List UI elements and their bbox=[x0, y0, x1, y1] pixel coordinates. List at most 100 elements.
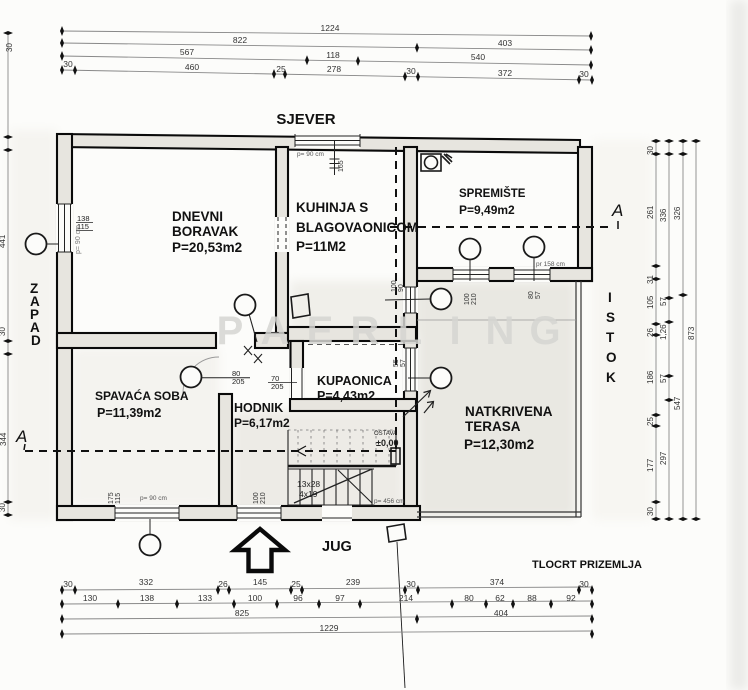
svg-text:336: 336 bbox=[659, 208, 668, 222]
svg-text:E: E bbox=[307, 309, 334, 353]
svg-text:O: O bbox=[606, 350, 617, 365]
svg-text:374: 374 bbox=[490, 577, 504, 587]
svg-text:I: I bbox=[608, 290, 612, 305]
svg-text:80: 80 bbox=[232, 369, 240, 378]
svg-text:80: 80 bbox=[464, 593, 474, 603]
svg-text:KUPAONICA: KUPAONICA bbox=[317, 374, 392, 388]
svg-text:62: 62 bbox=[495, 593, 505, 603]
svg-text:344: 344 bbox=[0, 432, 8, 446]
svg-text:57: 57 bbox=[535, 291, 542, 299]
svg-text:70: 70 bbox=[271, 374, 279, 383]
svg-text:133: 133 bbox=[198, 593, 212, 603]
svg-text:177: 177 bbox=[646, 458, 655, 472]
svg-text:214: 214 bbox=[399, 593, 413, 603]
svg-text:105: 105 bbox=[646, 295, 655, 309]
svg-text:25: 25 bbox=[291, 579, 301, 589]
svg-text:1,26: 1,26 bbox=[659, 324, 668, 340]
svg-text:A: A bbox=[15, 427, 27, 446]
svg-text:±0,00: ±0,00 bbox=[376, 438, 398, 448]
svg-text:T: T bbox=[606, 330, 615, 345]
svg-text:441: 441 bbox=[0, 234, 7, 248]
svg-text:145: 145 bbox=[253, 577, 267, 587]
svg-text:205: 205 bbox=[271, 382, 284, 391]
svg-text:100: 100 bbox=[248, 593, 262, 603]
svg-text:31: 31 bbox=[646, 275, 655, 284]
svg-text:547: 547 bbox=[673, 396, 682, 410]
svg-text:115: 115 bbox=[77, 222, 89, 231]
svg-text:96: 96 bbox=[293, 593, 303, 603]
svg-text:P: P bbox=[30, 307, 39, 322]
svg-text:130: 130 bbox=[83, 593, 97, 603]
svg-text:100: 100 bbox=[391, 280, 398, 292]
svg-text:13x28: 13x28 bbox=[297, 479, 320, 489]
svg-text:80: 80 bbox=[528, 291, 535, 299]
svg-text:825: 825 bbox=[235, 608, 249, 618]
svg-text:100: 100 bbox=[253, 492, 260, 504]
svg-text:p= 456 cm: p= 456 cm bbox=[374, 498, 405, 505]
svg-text:205: 205 bbox=[232, 377, 245, 386]
svg-text:p= 90 cm: p= 90 cm bbox=[140, 495, 167, 502]
svg-text:138: 138 bbox=[140, 593, 154, 603]
svg-text:1224: 1224 bbox=[321, 23, 340, 33]
svg-text:372: 372 bbox=[498, 68, 512, 78]
svg-text:30: 30 bbox=[0, 327, 7, 336]
svg-text:P=20,53m2: P=20,53m2 bbox=[172, 240, 242, 255]
svg-text:403: 403 bbox=[498, 38, 512, 48]
svg-text:210: 210 bbox=[471, 293, 478, 305]
svg-text:KUHINJA S: KUHINJA S bbox=[296, 200, 368, 215]
svg-text:A: A bbox=[30, 294, 40, 309]
svg-text:P=4,43m2: P=4,43m2 bbox=[317, 389, 375, 403]
svg-text:NATKRIVENA: NATKRIVENA bbox=[465, 404, 553, 419]
svg-text:SPREMIŠTE: SPREMIŠTE bbox=[459, 187, 526, 200]
svg-text:30: 30 bbox=[646, 507, 655, 516]
svg-text:30: 30 bbox=[579, 579, 589, 589]
svg-text:873: 873 bbox=[687, 326, 696, 340]
svg-text:L: L bbox=[398, 309, 422, 353]
svg-text:N: N bbox=[486, 309, 515, 353]
svg-text:S: S bbox=[606, 310, 615, 325]
svg-text:822: 822 bbox=[233, 35, 247, 45]
svg-text:pr 158 cm: pr 158 cm bbox=[536, 261, 565, 268]
svg-text:30: 30 bbox=[406, 66, 416, 76]
svg-text:P=6,17m2: P=6,17m2 bbox=[234, 416, 290, 430]
svg-text:326: 326 bbox=[673, 206, 682, 220]
svg-text:OSTAVA: OSTAVA bbox=[374, 431, 397, 437]
svg-text:90: 90 bbox=[398, 284, 405, 292]
svg-text:404: 404 bbox=[494, 608, 508, 618]
svg-text:A: A bbox=[611, 201, 623, 220]
svg-text:30: 30 bbox=[406, 579, 416, 589]
svg-text:57: 57 bbox=[659, 374, 668, 383]
svg-text:30: 30 bbox=[579, 69, 589, 79]
svg-text:261: 261 bbox=[646, 205, 655, 219]
svg-text:HODNIK: HODNIK bbox=[234, 401, 283, 415]
svg-text:210: 210 bbox=[260, 492, 267, 504]
svg-text:P=11M2: P=11M2 bbox=[296, 239, 346, 254]
svg-text:92: 92 bbox=[566, 593, 576, 603]
svg-text:TERASA: TERASA bbox=[465, 419, 521, 434]
svg-text:30: 30 bbox=[0, 503, 7, 512]
svg-text:p= 90 cm: p= 90 cm bbox=[297, 151, 324, 158]
svg-text:26: 26 bbox=[646, 328, 655, 337]
svg-text:P: P bbox=[217, 309, 244, 353]
svg-text:57: 57 bbox=[659, 297, 668, 306]
svg-text:P=12,30m2: P=12,30m2 bbox=[464, 437, 534, 452]
svg-text:SJEVER: SJEVER bbox=[276, 111, 335, 128]
svg-text:115: 115 bbox=[115, 493, 122, 504]
svg-text:30: 30 bbox=[646, 146, 655, 155]
svg-text:57: 57 bbox=[400, 359, 407, 367]
svg-text:30: 30 bbox=[63, 59, 73, 69]
svg-text:26: 26 bbox=[218, 579, 228, 589]
svg-text:Z: Z bbox=[30, 281, 38, 296]
svg-text:BORAVAK: BORAVAK bbox=[172, 224, 238, 239]
svg-text:138: 138 bbox=[77, 214, 90, 223]
svg-text:1229: 1229 bbox=[320, 623, 339, 633]
svg-text:P=11,39m2: P=11,39m2 bbox=[97, 406, 161, 420]
svg-text:25: 25 bbox=[276, 64, 286, 74]
svg-text:118: 118 bbox=[326, 50, 340, 60]
svg-text:G: G bbox=[529, 309, 560, 353]
svg-text:55: 55 bbox=[393, 359, 400, 367]
svg-text:A: A bbox=[30, 320, 40, 335]
svg-text:239: 239 bbox=[346, 577, 360, 587]
svg-text:D: D bbox=[31, 333, 41, 348]
svg-text:460: 460 bbox=[185, 62, 199, 72]
